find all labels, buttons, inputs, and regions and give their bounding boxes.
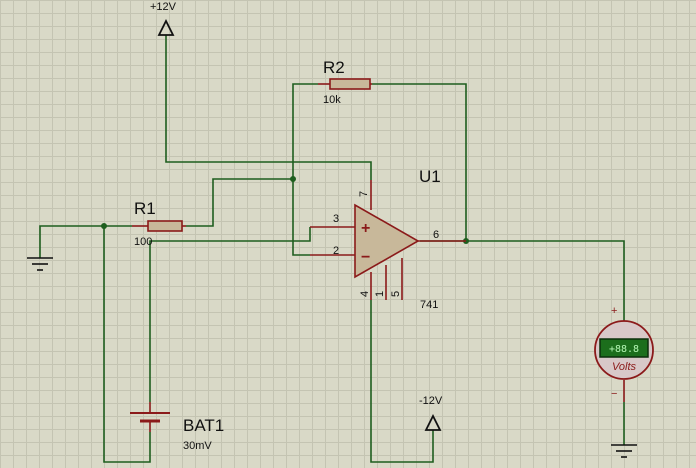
voltmeter[interactable]: +88.8 Volts + − [594, 305, 654, 402]
battery-bat1[interactable]: BAT1 30mV [130, 402, 224, 452]
u1-model-label: 741 [420, 299, 438, 311]
bat1-name-label: BAT1 [183, 416, 224, 435]
vminus-label: -12V [419, 395, 443, 407]
up-arrow-icon [424, 413, 442, 431]
u1-name-label: U1 [419, 167, 441, 186]
wire-left-loop [103, 226, 151, 463]
wire-output-to-meter [420, 240, 625, 320]
opamp-body [354, 203, 420, 279]
junction-dot-left [101, 223, 107, 229]
pin4-label: 4 [359, 291, 371, 297]
voltmeter-plus: + [611, 305, 617, 317]
pin2-label: 2 [333, 245, 339, 257]
vplus-label: +12V [150, 1, 177, 13]
wire-vplus-to-pin7 [165, 35, 372, 180]
voltmeter-minus: − [611, 388, 617, 400]
wire-battery-to-noninv [149, 227, 311, 402]
pin1-label: 1 [374, 291, 386, 297]
wire-pin4-to-vminus [370, 300, 434, 463]
pin6-label: 6 [433, 229, 439, 241]
wire-node-to-inv-input [292, 179, 310, 256]
up-arrow-icon [157, 18, 175, 36]
pin5-label: 5 [390, 291, 402, 297]
inverting-sign: − [361, 249, 370, 266]
bat1-value-label: 30mV [183, 440, 212, 452]
voltmeter-caption: Volts [612, 361, 637, 373]
wire-r2-to-output [372, 83, 467, 241]
pin7-label: 7 [358, 191, 370, 197]
resistor-r1[interactable]: R1 100 [132, 199, 186, 248]
junction-dot-node [290, 176, 296, 182]
wire-node-to-r2 [292, 83, 318, 179]
terminal-negative-supply[interactable]: -12V [419, 395, 443, 431]
terminal-positive-supply[interactable]: +12V [150, 1, 177, 36]
resistor-r2[interactable]: R2 10k [318, 58, 372, 106]
r1-value-label: 100 [134, 236, 152, 248]
r2-name-label: R2 [323, 58, 345, 77]
noninverting-sign: + [361, 220, 370, 237]
r2-value-label: 10k [323, 94, 341, 106]
wire-ground-to-r1 [39, 225, 132, 258]
wire-r1-to-node [186, 178, 293, 227]
ground-right [611, 444, 637, 458]
ground-left [27, 257, 53, 271]
pin3-label: 3 [333, 213, 339, 225]
voltmeter-lcd [599, 338, 649, 358]
wires [39, 35, 625, 463]
r1-name-label: R1 [134, 199, 156, 218]
opamp-u1[interactable]: + − 3 2 6 7 4 1 5 U1 741 [310, 167, 466, 311]
voltmeter-reading: +88.8 [609, 344, 639, 355]
